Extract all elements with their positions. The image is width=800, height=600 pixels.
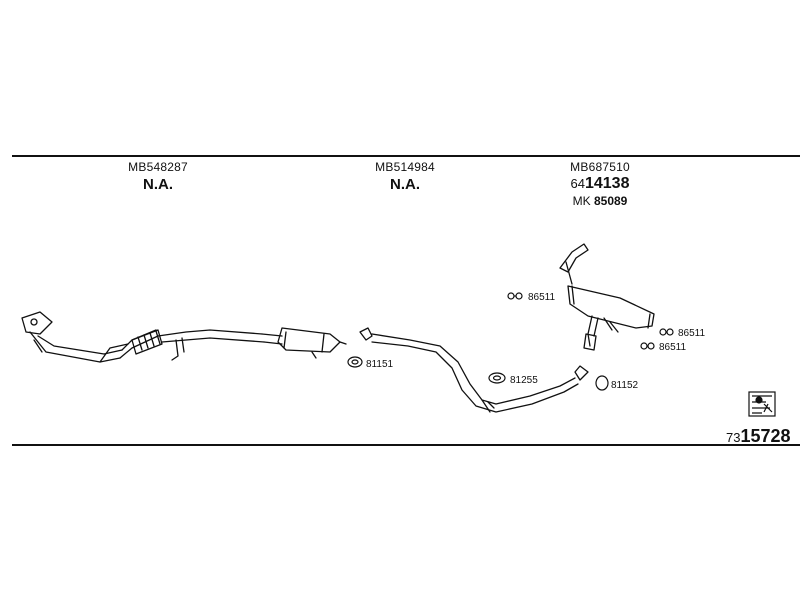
availability-status: N.A.	[143, 176, 173, 193]
part-number: MB548287	[128, 160, 188, 174]
callout-81151: 81151	[366, 359, 394, 370]
callout-81152: 81152	[611, 380, 639, 391]
reference-number: 6414138	[520, 175, 680, 193]
callout-86511: 86511	[678, 328, 706, 339]
mk-number: 85089	[593, 194, 628, 208]
rear-muffler	[559, 243, 655, 351]
reference-prefix: 64	[570, 176, 585, 191]
callout-81255: 81255	[510, 375, 538, 386]
clamp-icon	[659, 328, 674, 336]
gasket-icon	[347, 356, 363, 368]
catalog-main: 15728	[740, 426, 791, 446]
center-pipe	[261, 327, 589, 413]
front-pipe	[21, 311, 265, 363]
top-rule	[12, 155, 800, 157]
mk-reference: MK 85089	[520, 194, 680, 208]
bottom-rule	[12, 444, 800, 446]
clamp-icon	[507, 292, 523, 300]
column-rear-muffler: MB687510 6414138 MK 85089	[520, 160, 680, 208]
gasket-icon	[595, 375, 609, 391]
callout-86511: 86511	[659, 342, 687, 353]
clamp-icon	[640, 342, 655, 350]
availability-status: N.A.	[390, 176, 420, 193]
column-center-pipe: MB514984 N.A.	[325, 160, 485, 193]
catalog-symbol-icon	[748, 391, 776, 417]
catalog-prefix: 73	[726, 430, 741, 445]
part-number: MB687510	[570, 160, 630, 174]
catalog-number: 7315728	[726, 426, 791, 447]
column-front-pipe: MB548287 N.A.	[78, 160, 238, 193]
part-number: MB514984	[375, 160, 435, 174]
reference-main: 14138	[584, 175, 630, 192]
gasket-icon	[488, 372, 506, 384]
mk-prefix: MK	[572, 194, 591, 208]
callout-86511: 86511	[528, 292, 556, 303]
